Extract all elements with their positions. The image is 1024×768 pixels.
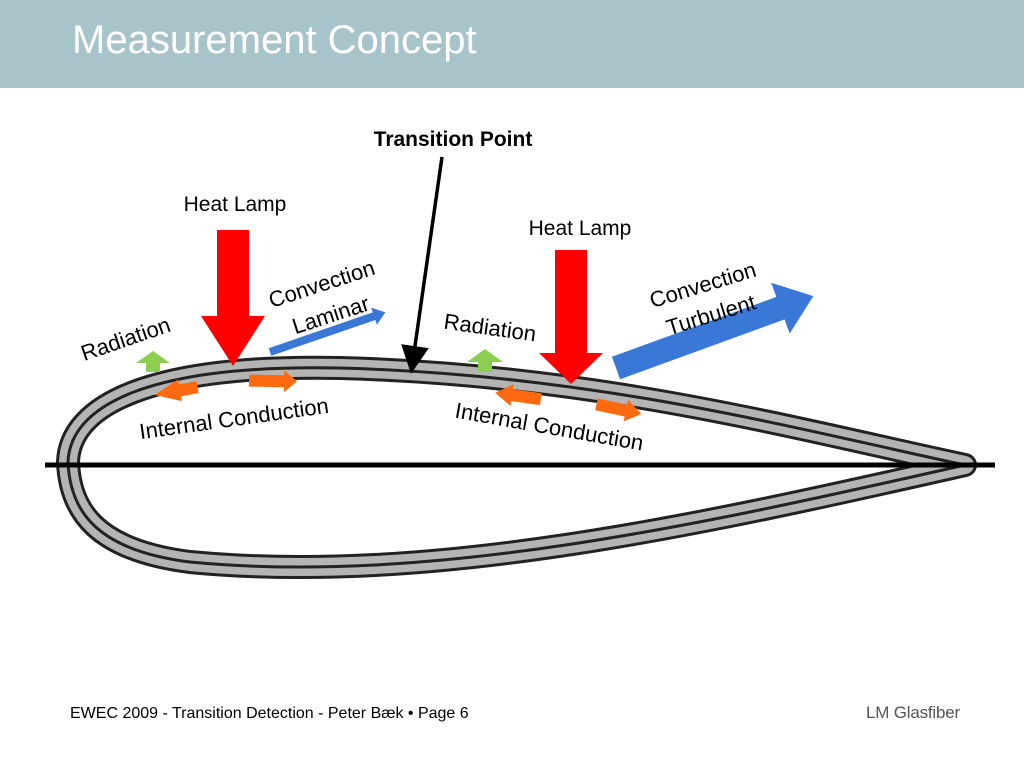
internal-conduction-label-left: Internal Conduction [138,393,330,444]
slide-footer: EWEC 2009 - Transition Detection - Peter… [70,705,469,722]
heat-lamp-label-right: Heat Lamp [529,217,632,240]
radiation-arrow-left [136,351,170,372]
conduction-arrow-right-forward [595,398,642,422]
title-bar: Measurement Concept [0,0,1024,88]
company-logo: LM Glasfiber [866,703,960,722]
radiation-label-right: Radiation [442,309,538,347]
airfoil [56,355,977,579]
radiation-arrow-right [467,349,503,372]
convection-laminar-arrow [268,307,386,356]
heat-lamp-arrow-left [201,230,265,366]
heat-lamp-arrow-right [539,250,603,384]
slide-title: Measurement Concept [72,18,477,62]
transition-point-arrow [401,156,444,374]
heat-lamp-label-left: Heat Lamp [184,193,287,216]
transition-point-label: Transition Point [374,128,533,151]
conduction-arrow-left-forward [248,370,297,393]
convection-turbulent-arrow [611,282,814,380]
conduction-arrow-left-backward [154,379,199,402]
conduction-arrow-right-backward [495,384,542,407]
